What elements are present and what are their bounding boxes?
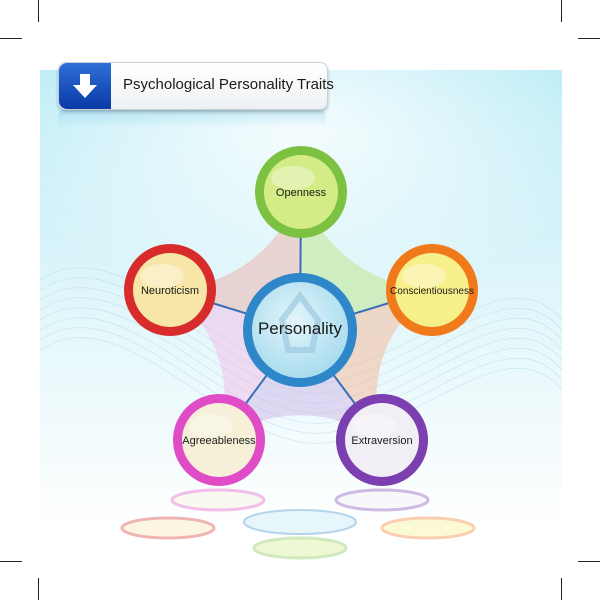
crop-mark-top-right-v [561, 0, 562, 22]
reflection-node-openness [252, 536, 348, 560]
header-reflection [58, 110, 326, 128]
crop-mark-top-right-h [578, 38, 600, 39]
reflection-node-extraversion [334, 488, 430, 512]
node-extraversion: Extraversion [336, 394, 428, 486]
node-label-extraversion: Extraversion [351, 435, 412, 447]
node-agreeableness: Agreeableness [173, 394, 265, 486]
crop-mark-bottom-right-v [561, 578, 562, 600]
crop-mark-top-left-h [0, 38, 22, 39]
node-conscientiousness: Conscientiousness [386, 244, 478, 336]
node-highlight [402, 264, 446, 288]
node-label-agreeableness: Agreeableness [182, 435, 256, 447]
node-highlight [271, 166, 315, 190]
reflection-node-agreeableness [170, 488, 266, 512]
reflection-node-conscientiousness [380, 516, 476, 540]
node-fill [264, 155, 338, 229]
reflection-node-neuroticism [120, 516, 216, 540]
node-label-conscientiousness: Conscientiousness [390, 286, 474, 297]
center-node-personality: Personality [243, 273, 357, 387]
download-arrow-icon [59, 63, 111, 109]
node-label-openness: Openness [276, 187, 327, 199]
center-label: Personality [258, 319, 343, 338]
crop-mark-bottom-right-h [578, 561, 600, 562]
node-neuroticism: Neuroticism [124, 244, 216, 336]
node-fill [133, 253, 207, 327]
diagram-reflection [120, 488, 476, 560]
node-openness: Openness [255, 146, 347, 238]
node-label-neuroticism: Neuroticism [141, 285, 199, 297]
reflection-center [243, 509, 357, 535]
header-banner: Psychological Personality Traits [58, 62, 334, 110]
node-highlight [140, 264, 184, 288]
crop-mark-bottom-left-h [0, 561, 22, 562]
crop-mark-bottom-left-v [38, 578, 39, 600]
crop-mark-top-left-v [38, 0, 39, 22]
page-title: Psychological Personality Traits [123, 76, 334, 93]
node-fill [182, 403, 256, 477]
node-highlight [189, 414, 233, 438]
node-highlight [352, 414, 396, 438]
node-fill [395, 253, 469, 327]
node-fill [345, 403, 419, 477]
